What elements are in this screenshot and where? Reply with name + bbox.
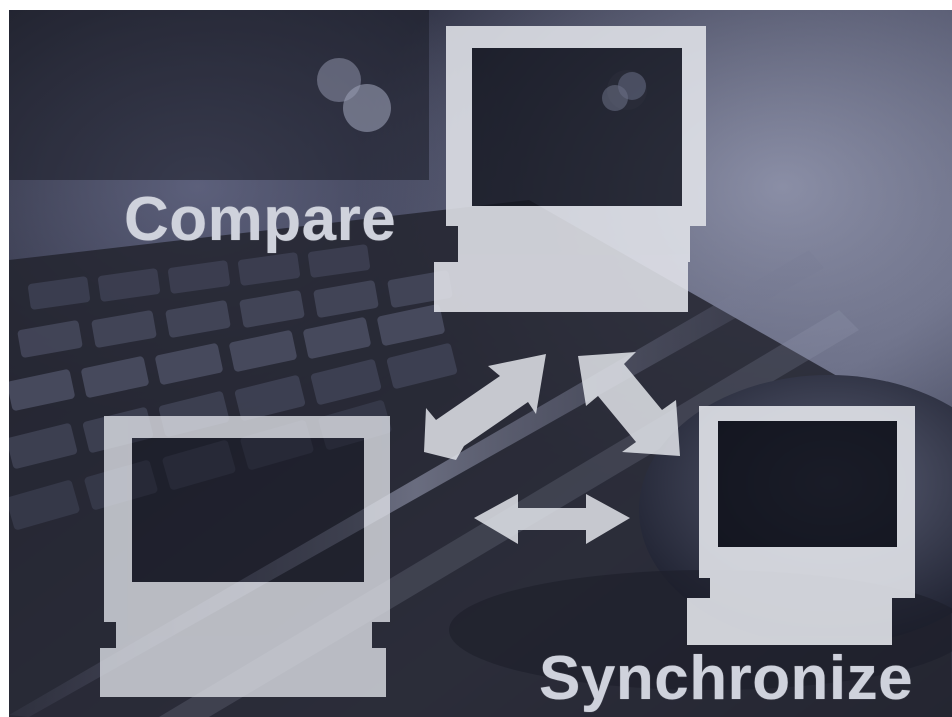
- double-arrow-icon: [424, 354, 546, 460]
- computer-monitor-icon: [434, 26, 706, 312]
- compare-label: Compare: [124, 185, 397, 254]
- computer-monitor-icon: [687, 406, 915, 645]
- double-arrow-icon: [578, 352, 680, 456]
- double-arrow-icon: [474, 494, 630, 544]
- synchronize-label: Synchronize: [539, 644, 914, 713]
- computer-monitor-icon: [100, 416, 390, 697]
